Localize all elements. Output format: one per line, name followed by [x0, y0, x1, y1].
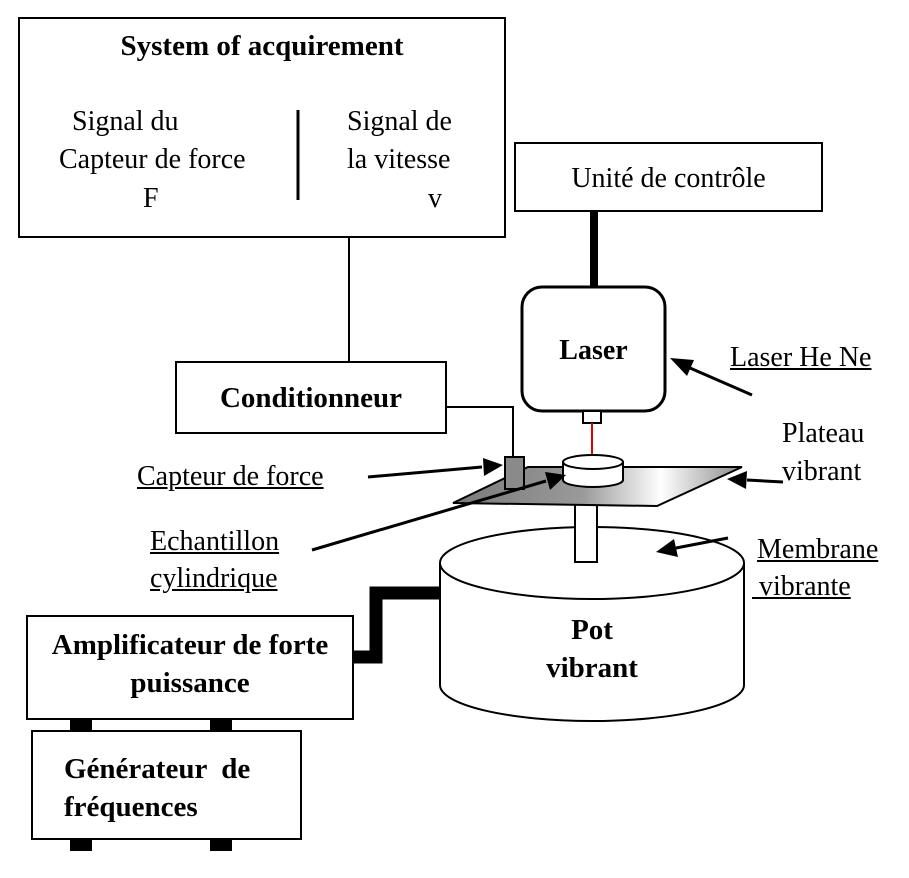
acquisition-box [18, 17, 506, 238]
sample-label-line2: cylindrique [150, 563, 278, 594]
force-sensor [504, 456, 525, 490]
sample-top [562, 454, 624, 470]
shaker-label-line1: Pot [571, 614, 613, 646]
laser-type-label: Laser He Ne [730, 342, 872, 373]
arrow-sample [311, 472, 566, 552]
laser-nozzle [582, 410, 602, 424]
sensor-cable [446, 406, 514, 457]
velocity-signal-line2: la vitesse [347, 144, 451, 175]
plate-label-line2: vibrant [782, 456, 862, 487]
sample-label-line1: Echantillon [150, 526, 280, 557]
arrow-laser [670, 358, 753, 397]
amplifier-box [26, 615, 354, 720]
conditioner-box [175, 361, 447, 434]
force-sensor-label: Capteur de force [137, 461, 324, 492]
generator-label-line2: fréquences [64, 791, 198, 823]
generator-foot-right [210, 839, 232, 851]
amplifier-label-line2: puissance [130, 667, 250, 699]
amplifier-cable [352, 586, 440, 664]
control-unit-label: Unité de contrôle [571, 163, 766, 194]
velocity-signal-line1: Signal de [347, 106, 452, 137]
amplifier-label-line1: Amplificateur de forte [51, 629, 329, 661]
plate-label-line1: Plateau [782, 418, 865, 449]
connector-left [70, 719, 92, 731]
acquisition-title: System of acquirement [120, 30, 404, 62]
velocity-signal-symbol: v [428, 183, 442, 214]
generator-foot-left [70, 839, 92, 851]
membrane-label-line2: vibrante [752, 571, 851, 602]
force-signal-line2: Capteur de force [59, 144, 246, 175]
arrow-membrane [656, 536, 729, 557]
shaker-body [439, 563, 745, 722]
connector-right [210, 719, 232, 731]
membrane-label-line1: Membrane [757, 534, 879, 565]
arrow-plate [727, 471, 784, 489]
shaker-label-line2: vibrant [546, 652, 638, 684]
force-signal-line1: Signal du [72, 106, 179, 137]
control-unit-box [514, 142, 823, 212]
generator-box [31, 730, 302, 840]
laser-label: Laser [559, 335, 628, 366]
generator-label-line1: Générateur de [64, 753, 251, 785]
shaker-rod [574, 502, 598, 563]
arrow-force-sensor [367, 458, 503, 479]
force-signal-symbol: F [143, 183, 159, 214]
conditioner-label: Conditionneur [219, 382, 403, 414]
